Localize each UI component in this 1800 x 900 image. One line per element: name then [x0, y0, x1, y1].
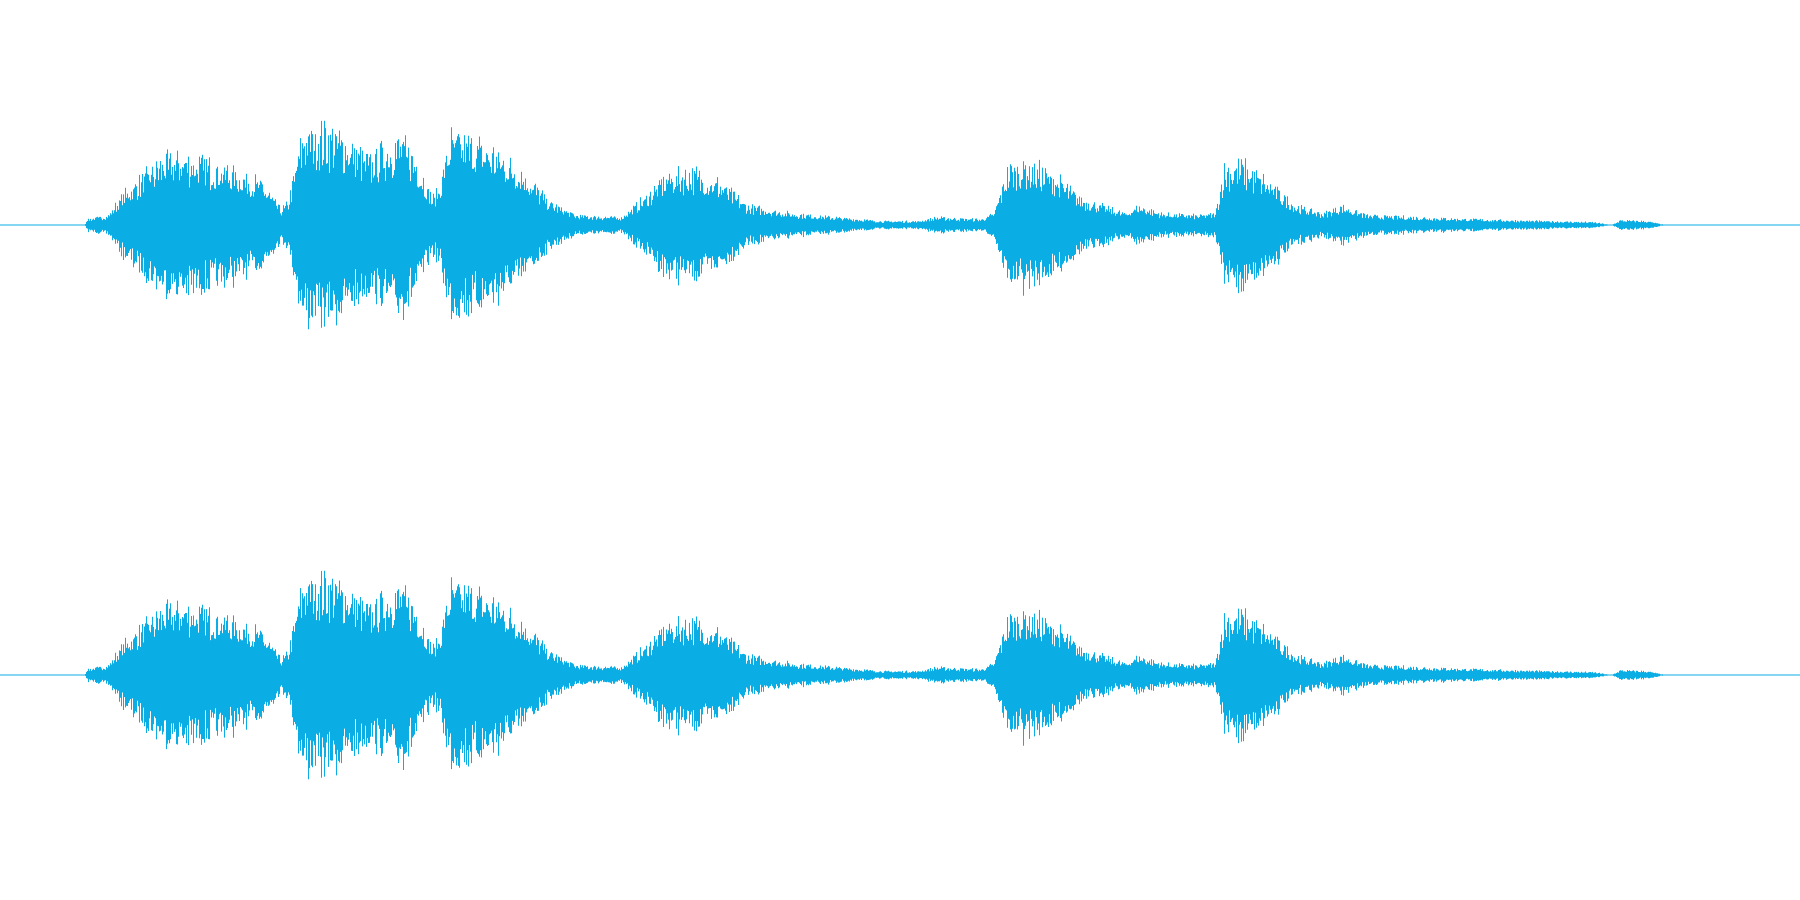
waveform-channel-left	[0, 120, 1800, 330]
waveform-samples	[85, 570, 1663, 780]
waveform-channel-right	[0, 570, 1800, 780]
waveform-samples	[85, 120, 1663, 330]
